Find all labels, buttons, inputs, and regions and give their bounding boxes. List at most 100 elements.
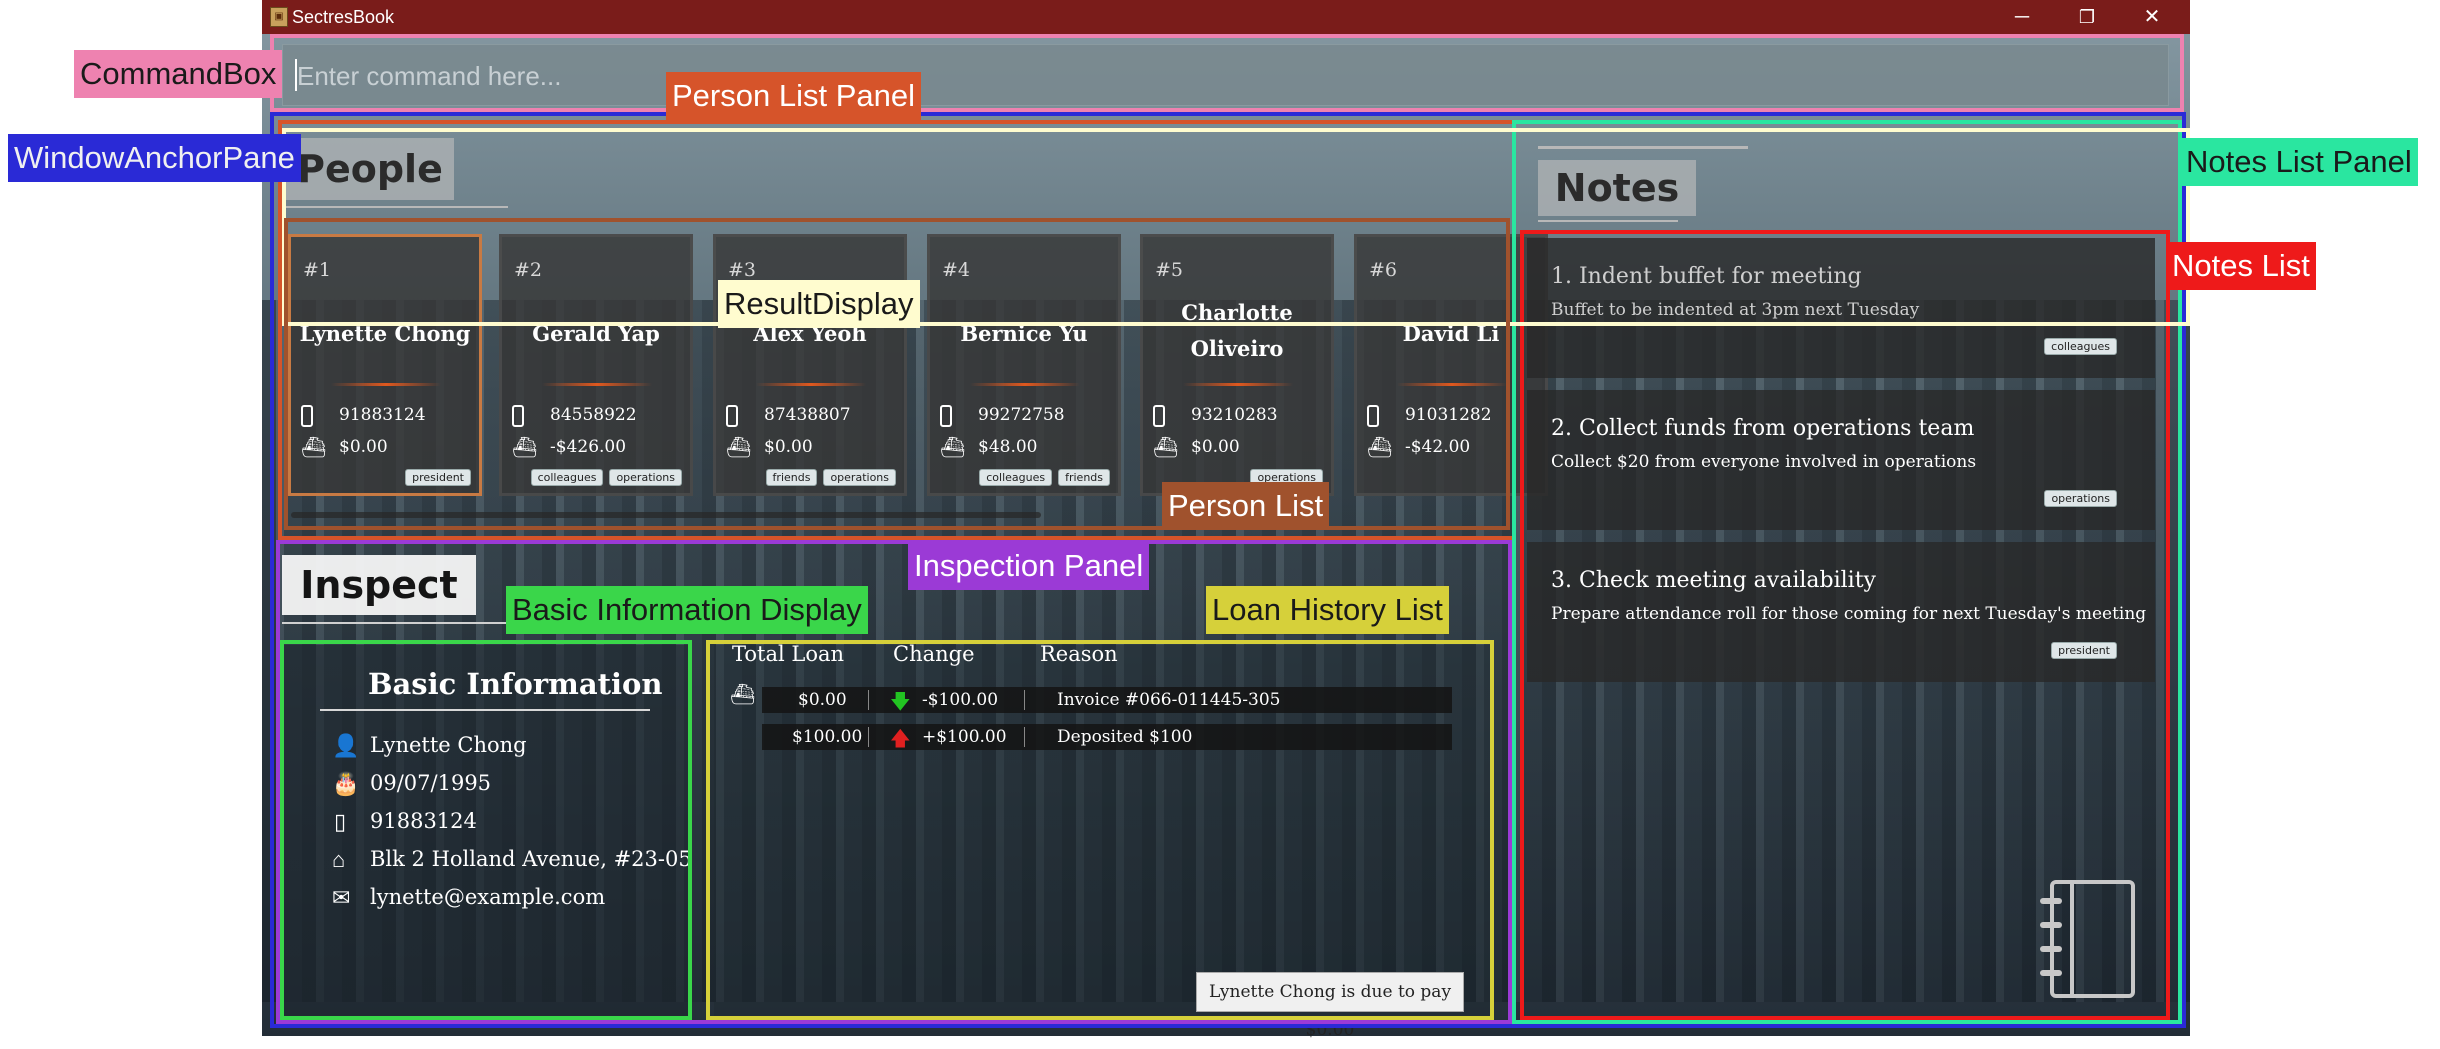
note-body: Buffet to be indented at 3pm next Tuesda… [1551,300,1920,320]
phone-icon [940,405,952,427]
person-list-scrollbar[interactable] [291,512,1041,518]
arrow-down-icon: 🡇 [890,689,911,713]
basic-information-title: Basic Information [368,667,663,701]
notebook-ring [2040,970,2062,976]
loan-separator [1024,690,1025,710]
note-tag: colleagues [2044,338,2117,355]
basic-email: lynette@example.com [370,885,606,909]
command-input[interactable] [295,53,2149,99]
notes-list-label: Notes List [2166,242,2316,290]
person-index: #1 [303,259,332,281]
loan-due-message: Lynette Chong is due to pay $0.00 [1196,972,1464,1040]
person-index: #2 [514,259,543,281]
person-loan: -$42.00 [1405,437,1471,457]
result-display-label: ResultDisplay [718,280,920,328]
card-divider [1397,383,1507,386]
notes-heading-overline [1538,146,1748,149]
phone-icon [1153,405,1165,427]
person-tags: president [405,469,471,486]
loan-total: $100.00 [792,727,863,747]
command-box-outline [270,34,2184,112]
card-divider [1183,383,1293,386]
note-item[interactable]: 3. Check meeting availability Prepare at… [1527,542,2155,682]
app-icon: ▣ [270,7,288,27]
person-phone: 87438807 [764,405,851,425]
notebook-icon [2040,880,2135,998]
email-icon: ✉ [332,885,351,910]
loan-history-list-label: Loan History List [1206,586,1449,634]
phone-icon [512,405,524,427]
maximize-button[interactable]: ❐ [2078,7,2096,27]
note-title: 2. Collect funds from operations team [1551,416,1975,441]
person-loan: $0.00 [1191,437,1240,457]
ship-icon: ⛴ [512,435,538,459]
loan-reason: Deposited $100 [1057,727,1193,747]
people-heading: People [286,138,454,200]
person-tag: friends [1058,469,1110,486]
person-tag: operations [1250,469,1323,486]
loan-header-reason: Reason [1040,642,1118,666]
ship-icon: ⛴ [1153,435,1179,459]
title-bar[interactable]: ▣ SectresBook ─ ❐ ✕ [262,0,2190,34]
person-list-panel-label: Person List Panel [666,72,921,120]
window-title: SectresBook [292,7,395,27]
note-body: Prepare attendance roll for those coming… [1551,604,2147,624]
person-icon: 👤 [332,733,360,758]
notes-list-panel-outline [1512,120,2182,1024]
loan-history-list-outline [706,640,1494,1020]
person-list-outline [284,218,1510,530]
basic-information-panel: Basic Information 👤 Lynette Chong 🎂 09/0… [282,645,692,1020]
note-item[interactable]: 1. Indent buffet for meeting Buffet to b… [1527,238,2155,378]
note-title: 3. Check meeting availability [1551,568,1876,593]
card-divider [331,383,441,386]
card-divider [756,383,866,386]
person-tag: colleagues [979,469,1053,486]
person-phone: 91883124 [339,405,426,425]
person-phone: 93210283 [1191,405,1278,425]
home-icon: ⌂ [332,847,346,872]
person-loan: $48.00 [978,437,1038,457]
basic-information-display-outline [280,640,692,1020]
loan-row[interactable]: $0.00 🡇 -$100.00 Invoice #066-011445-305 [762,687,1452,713]
note-item[interactable]: 2. Collect funds from operations team Co… [1527,390,2155,530]
minimize-button[interactable]: ─ [2014,6,2030,28]
loan-separator [868,690,869,710]
command-box[interactable] [282,44,2169,106]
loan-row[interactable]: $100.00 🡅 +$100.00 Deposited $100 [762,724,1452,750]
basic-address: Blk 2 Holland Avenue, #23-05 [370,847,692,871]
command-box-label: CommandBox [74,50,283,98]
person-list-label: Person List [1162,482,1330,530]
card-divider [542,383,652,386]
inspection-panel-outline [276,540,1512,1024]
phone-icon [301,405,313,427]
loan-change: -$100.00 [922,690,999,710]
note-tag: operations [2044,490,2117,507]
window-anchor-pane-label: WindowAnchorPane [8,134,301,182]
note-body: Collect $20 from everyone involved in op… [1551,452,1977,472]
person-index: #6 [1369,259,1398,281]
person-phone: 99272758 [978,405,1065,425]
notes-heading: Notes [1538,160,1696,216]
close-button[interactable]: ✕ [2143,6,2161,28]
basic-phone: 91883124 [370,809,477,833]
ship-icon: ⛴ [940,435,966,459]
note-title: 1. Indent buffet for meeting [1551,264,1862,289]
loan-header-change: Change [893,642,975,666]
person-name: Charlotte Oliveiro [1181,300,1293,361]
people-heading-underline [286,206,508,208]
loan-total: $0.00 [798,690,847,710]
person-loan: $0.00 [339,437,388,457]
birthday-cake-icon: 🎂 [332,771,360,796]
person-index: #4 [942,259,971,281]
ship-icon: ⛴ [730,684,756,706]
notes-list-outline [1520,230,2170,1020]
loan-change: +$100.00 [922,727,1007,747]
inspect-heading: Inspect [282,555,476,615]
